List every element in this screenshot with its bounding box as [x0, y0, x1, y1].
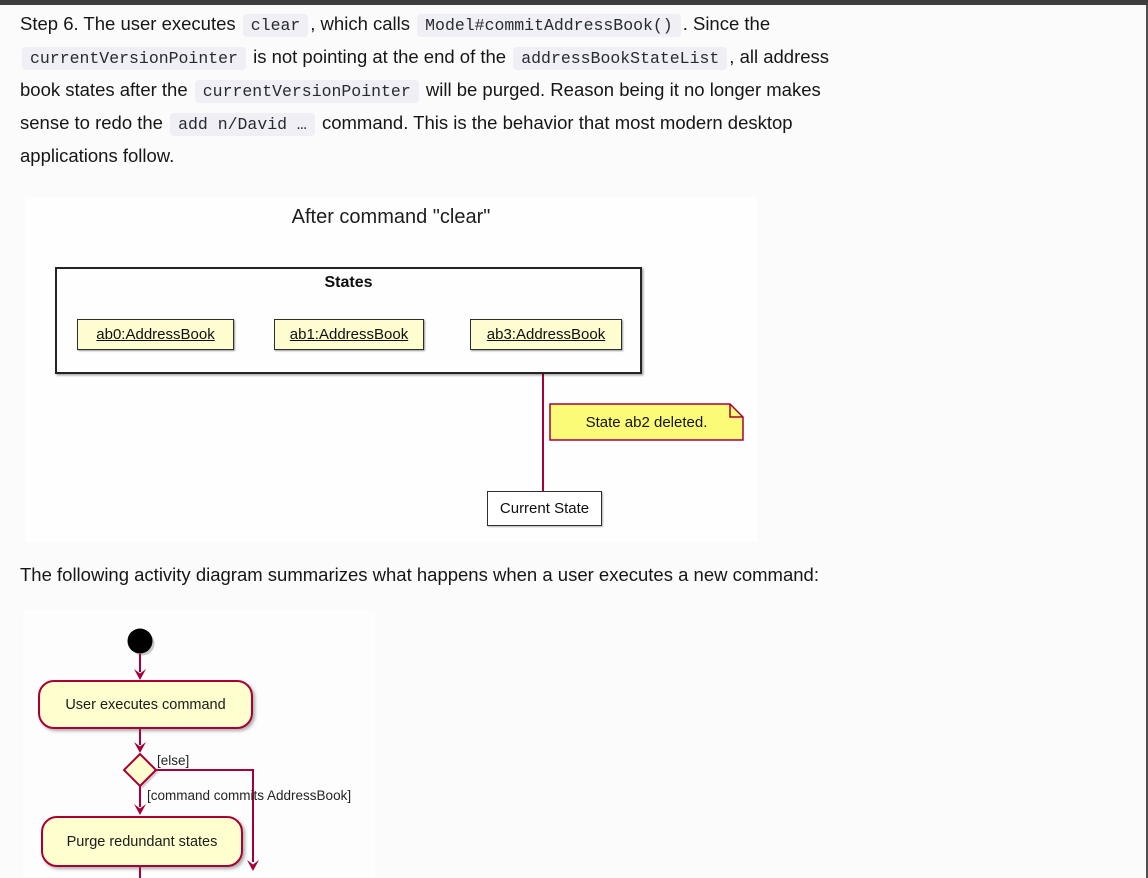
text-run: sense to redo the	[20, 112, 169, 133]
inline-code: addressBookStateList	[513, 47, 728, 70]
decision-diamond	[123, 753, 157, 787]
text-run: , which calls	[310, 13, 416, 34]
inline-code: currentVersionPointer	[194, 80, 419, 103]
activity-diagram-image: User executes command Purge redundant st…	[23, 610, 375, 878]
states-container-box: States ab0:AddressBook ab1:AddressBook a…	[55, 267, 642, 374]
arrowhead-down-icon	[134, 742, 146, 753]
text-run: , all address	[729, 46, 830, 67]
object-box-ab1: ab1:AddressBook	[274, 319, 424, 350]
text-run: will be purged. Reason being it no longe…	[420, 79, 821, 100]
window-right-edge	[1146, 0, 1148, 878]
start-node-shadow	[130, 631, 155, 656]
start-node-icon	[127, 628, 153, 654]
text-run: book states after the	[20, 79, 193, 100]
inline-code: clear	[242, 14, 309, 37]
text-run: applications follow.	[20, 145, 175, 166]
text-run: . Since the	[682, 13, 771, 34]
note-text: State ab2 deleted.	[585, 413, 708, 431]
activity-intro-paragraph: The following activity diagram summarize…	[20, 564, 819, 585]
paragraph-line: Step 6. The user executes clear, which c…	[20, 7, 829, 40]
window-top-edge	[0, 0, 1148, 5]
arrowhead-down-icon	[247, 860, 259, 871]
inline-code: currentVersionPointer	[22, 47, 246, 70]
inline-code: add n/David …	[170, 113, 315, 136]
object-box-ab0: ab0:AddressBook	[77, 319, 234, 350]
inline-code: Model#commitAddressBook()	[417, 14, 681, 37]
paragraph-line: book states after the currentVersionPoin…	[20, 73, 829, 106]
arrowhead-down-icon	[134, 804, 146, 815]
object-box-ab3: ab3:AddressBook	[470, 319, 622, 350]
text-run: Step 6. The user executes	[20, 13, 241, 34]
text-run: command. This is the behavior that most …	[316, 112, 793, 133]
activity-user-executes-command: User executes command	[38, 680, 253, 729]
paragraph-line: applications follow.	[20, 139, 829, 172]
branch-label-commit: [command commits AddressBook]	[147, 788, 352, 803]
arrowhead-down-icon	[134, 669, 146, 680]
paragraph-line: sense to redo the add n/David … command.…	[20, 106, 829, 139]
activity-purge-redundant-states: Purge redundant states	[41, 816, 243, 867]
object-diagram-image: After command "clear" States ab0:Address…	[25, 197, 757, 542]
diagram-title: After command "clear"	[291, 206, 491, 228]
paragraph-line: currentVersionPointer is not pointing at…	[20, 40, 829, 73]
states-label: States	[324, 274, 373, 291]
decision-shadow	[126, 756, 159, 789]
text-run: is not pointing at the end of the	[247, 46, 512, 67]
current-state-box: Current State	[487, 491, 602, 526]
step6-paragraph: Step 6. The user executes clear, which c…	[20, 7, 829, 172]
branch-label-else: [else]	[157, 753, 190, 768]
